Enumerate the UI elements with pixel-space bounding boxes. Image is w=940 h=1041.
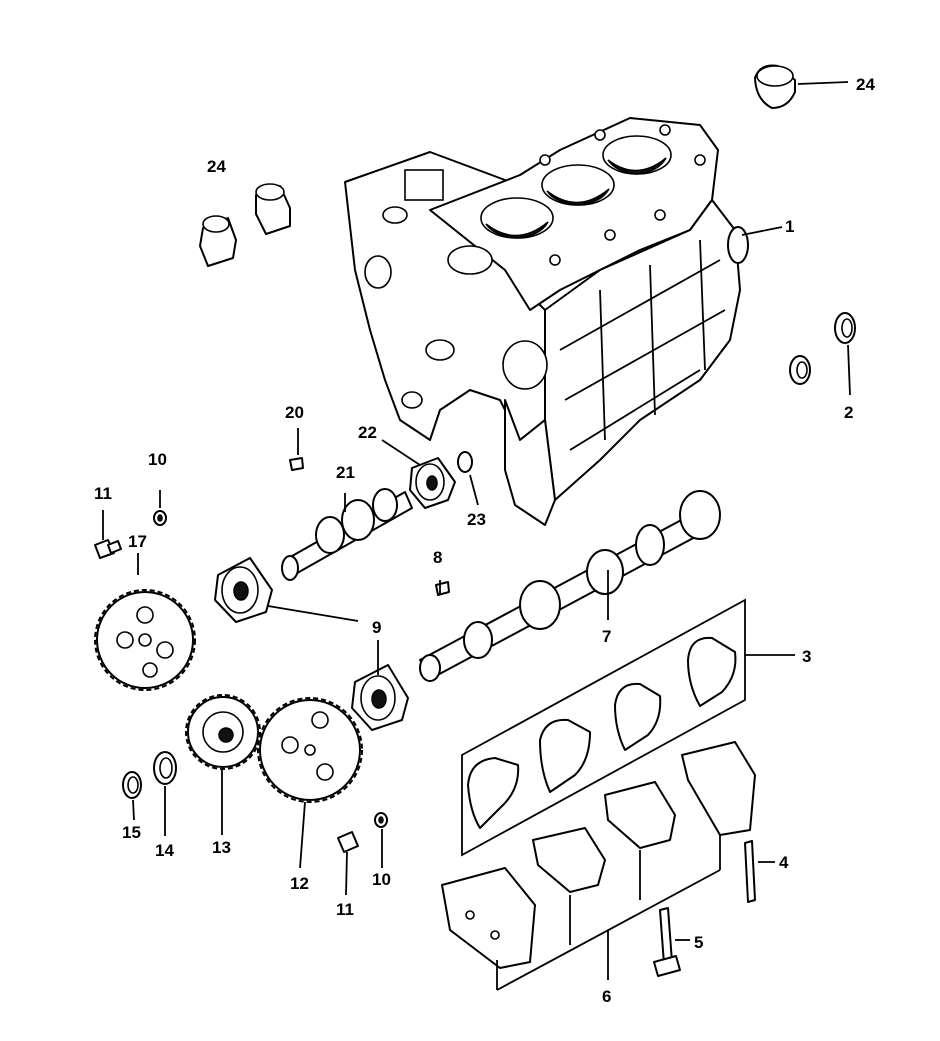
callout-1: 1 bbox=[785, 217, 794, 236]
callout-10-bottom: 10 bbox=[372, 870, 391, 889]
callout-17: 17 bbox=[128, 532, 147, 551]
expansion-plug bbox=[754, 64, 796, 109]
callout-20: 20 bbox=[285, 403, 304, 422]
bearing-shell-set bbox=[461, 598, 746, 857]
callout-13: 13 bbox=[212, 838, 231, 857]
callout-3: 3 bbox=[802, 647, 811, 666]
gear-large bbox=[94, 589, 196, 691]
callout-6: 6 bbox=[602, 987, 611, 1006]
callout-12: 12 bbox=[290, 874, 309, 893]
callout-15: 15 bbox=[122, 823, 141, 842]
gear-idler bbox=[185, 694, 261, 770]
callouts: 1 2 3 4 5 6 7 8 9 10 10 11 11 12 13 14 1… bbox=[94, 75, 875, 1006]
oil-seal-group bbox=[789, 312, 856, 385]
woodruff-key bbox=[289, 457, 304, 471]
callout-23: 23 bbox=[467, 510, 486, 529]
callout-24-right: 24 bbox=[856, 75, 875, 94]
cap-bolt bbox=[653, 907, 681, 977]
callout-10-top: 10 bbox=[148, 450, 167, 469]
hex-bolt bbox=[94, 539, 122, 559]
camshaft bbox=[419, 490, 721, 682]
washer bbox=[153, 510, 167, 526]
callout-4: 4 bbox=[779, 853, 789, 872]
callout-7: 7 bbox=[602, 627, 611, 646]
shaft-bearing bbox=[409, 457, 456, 509]
circlip bbox=[457, 451, 473, 473]
expansion-plug-group bbox=[199, 64, 796, 267]
callout-11-top: 11 bbox=[94, 484, 112, 503]
callout-5: 5 bbox=[694, 933, 703, 952]
hex-bolt bbox=[337, 831, 359, 853]
expansion-plug bbox=[255, 183, 291, 235]
callout-21: 21 bbox=[336, 463, 355, 482]
ball-bearing bbox=[214, 557, 273, 623]
ball-bearing bbox=[351, 664, 409, 731]
gear-cam bbox=[257, 697, 363, 803]
woodruff-key bbox=[435, 581, 450, 596]
expansion-plug bbox=[199, 215, 237, 267]
callout-24-left: 24 bbox=[207, 157, 226, 176]
main-bearing-caps bbox=[441, 741, 756, 991]
leader-lines bbox=[102, 81, 851, 980]
dowel-pin bbox=[744, 840, 756, 903]
callout-11-bottom: 11 bbox=[336, 900, 354, 919]
callout-8: 8 bbox=[433, 548, 442, 567]
idler-shaft bbox=[281, 488, 413, 581]
callout-2: 2 bbox=[844, 403, 853, 422]
washer bbox=[374, 812, 388, 828]
callout-22: 22 bbox=[358, 423, 377, 442]
callout-14: 14 bbox=[155, 841, 174, 860]
thrust-washer bbox=[153, 751, 177, 785]
snap-ring bbox=[122, 771, 142, 799]
callout-9: 9 bbox=[372, 618, 381, 637]
cylinder-block bbox=[344, 117, 749, 526]
